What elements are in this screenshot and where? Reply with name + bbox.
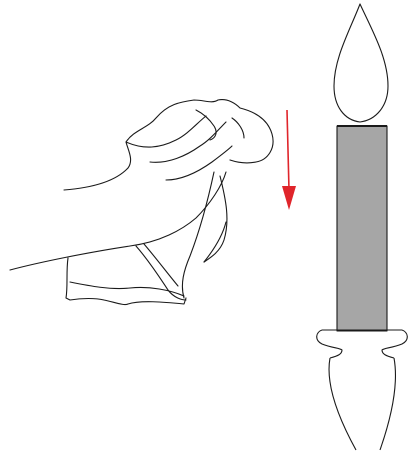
cloth-fold-3 [203, 221, 227, 263]
candle-sleeve [336, 125, 388, 332]
candle-bobeche [316, 329, 408, 359]
nail-line [231, 117, 245, 139]
cloth-panel-edge [143, 243, 179, 287]
cloth-panel-inner [135, 245, 187, 301]
cloth-panel-outline [65, 257, 187, 306]
arrow-shaft [286, 109, 290, 191]
arm-top-line [63, 99, 274, 191]
finger-line-3 [165, 145, 233, 181]
thumb-line [195, 109, 217, 141]
candle-base-stem [328, 357, 396, 451]
arrow-head [282, 186, 296, 210]
cloth-panel-crease [69, 281, 185, 297]
cloth-fold-2 [203, 175, 228, 263]
arm-bottom-line [9, 171, 227, 271]
cloth-fold-1 [181, 171, 215, 299]
candle-icon [316, 3, 408, 451]
down-arrow-icon [282, 109, 296, 210]
finger-line-1 [125, 115, 207, 148]
candle-flame-bulb [333, 3, 389, 123]
hand-with-cloth-icon [9, 99, 274, 306]
finger-line-2 [149, 121, 227, 163]
